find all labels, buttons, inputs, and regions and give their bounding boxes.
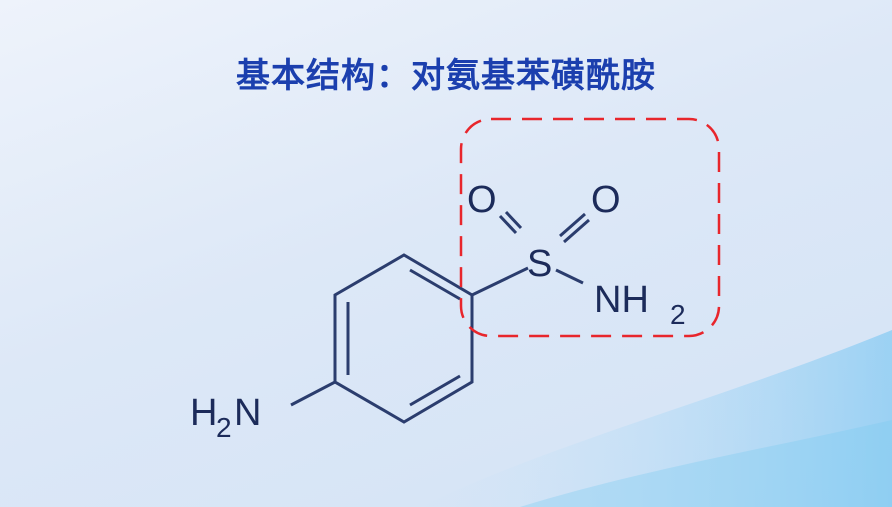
bond-ring-s: [471, 266, 529, 297]
amine-n: N: [234, 392, 261, 434]
atom-oxygen-left: O: [467, 179, 497, 221]
atom-oxygen-right: O: [591, 179, 621, 221]
amine-subscript: 2: [216, 412, 232, 443]
bond-ring-n: [290, 380, 336, 407]
atom-sulfur: S: [527, 243, 552, 285]
amide-nh: NH: [594, 279, 649, 321]
decorative-wave: [520, 420, 892, 507]
amine-h: H: [190, 392, 217, 434]
decorative-wave: [420, 330, 892, 507]
amide-subscript: 2: [670, 299, 686, 330]
bond-s-n: [555, 268, 584, 285]
sulfonamide-highlight-box: [459, 117, 721, 338]
benzene-ring: [290, 210, 590, 424]
slide-title: 基本结构：对氨基苯磺酰胺: [236, 56, 656, 96]
